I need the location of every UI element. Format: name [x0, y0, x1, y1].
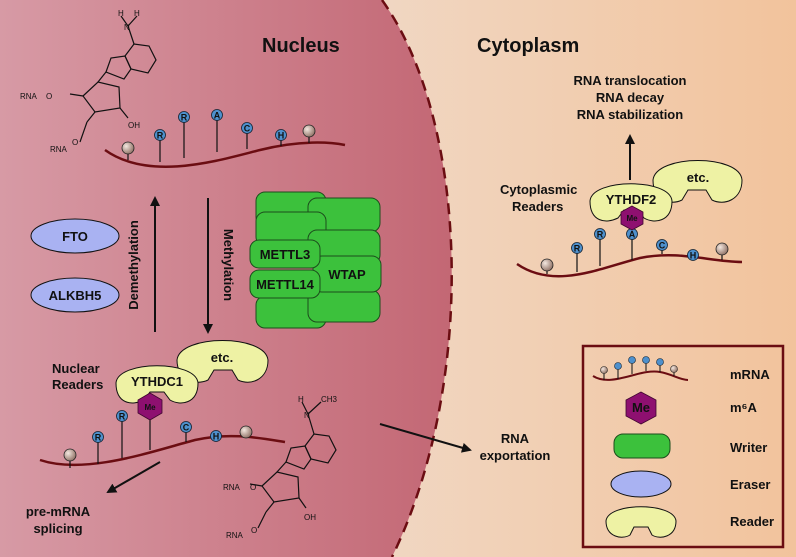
adenosine-o3: O	[72, 138, 78, 147]
svg-text:etc.: etc.	[687, 170, 709, 185]
svg-text:R: R	[157, 131, 164, 141]
svg-text:C: C	[244, 124, 251, 134]
svg-text:H: H	[213, 432, 220, 442]
svg-text:R: R	[181, 113, 188, 123]
splicing-label-1: pre-mRNA	[26, 504, 91, 519]
eraser-fto: FTO	[30, 218, 120, 254]
svg-text:R: R	[597, 230, 604, 240]
export-label-1: RNA	[501, 431, 530, 446]
svg-text:A: A	[629, 230, 636, 240]
legend-m6a-label: m⁶A	[730, 400, 758, 415]
svg-text:H: H	[690, 251, 697, 261]
mrna-cytoplasm: R R A C H Me	[516, 205, 743, 278]
svg-text:H: H	[278, 131, 285, 141]
svg-text:C: C	[183, 423, 190, 433]
svg-text:R: R	[574, 244, 581, 254]
m6a-ring-o: O	[250, 483, 256, 492]
adenosine-oh: OH	[128, 121, 140, 130]
svg-text:ALKBH5: ALKBH5	[49, 288, 102, 303]
m6a-h: H	[298, 395, 304, 404]
svg-text:A: A	[214, 111, 221, 121]
svg-text:Me: Me	[626, 214, 638, 223]
adenosine-rna-3p: RNA	[50, 145, 68, 154]
m6a-oh: OH	[304, 513, 316, 522]
adenosine-ring-o: O	[46, 92, 52, 101]
legend-mrna-label: mRNA	[730, 367, 770, 382]
methylation-label: Methylation	[221, 229, 236, 301]
legend: mRNA Me m⁶A Writer Eraser Reader	[581, 344, 785, 549]
svg-text:R: R	[119, 412, 126, 422]
nuclear-membrane	[380, 0, 453, 557]
m6a-rna-3p: RNA	[226, 531, 244, 540]
writer-mettl14: METTL14	[256, 277, 315, 292]
cyto-readers-label-1: Cytoplasmic	[500, 182, 577, 197]
eraser-alkbh5: ALKBH5	[30, 277, 120, 313]
outcome-decay: RNA decay	[596, 90, 665, 105]
reader-ythdc1: YTHDC1	[115, 365, 199, 404]
m6a-n6: N	[304, 411, 310, 420]
adenosine-rna-5p: RNA	[20, 92, 38, 101]
m6a-rna-5p: RNA	[223, 483, 241, 492]
svg-text:YTHDC1: YTHDC1	[131, 374, 183, 389]
svg-text:FTO: FTO	[62, 229, 88, 244]
m6a-o3: O	[251, 526, 257, 535]
svg-text:C: C	[659, 241, 666, 251]
nucleus-title: Nucleus	[262, 35, 340, 57]
writer-complex	[249, 191, 382, 329]
outcome-translocation: RNA translocation	[574, 73, 687, 88]
legend-eraser-label: Eraser	[730, 477, 770, 492]
mrna-nucleus-bottom: R R C H Me	[39, 392, 286, 468]
outcome-stabilization: RNA stabilization	[577, 107, 683, 122]
svg-text:Me: Me	[144, 403, 156, 412]
cytoplasm-title: Cytoplasm	[477, 35, 579, 57]
splicing-arrow	[106, 461, 161, 493]
svg-text:Me: Me	[632, 400, 650, 415]
adenosine-n6: N	[124, 23, 130, 32]
mrna-nucleus-top: R R A C H	[104, 109, 346, 168]
svg-text:YTHDF2: YTHDF2	[606, 192, 657, 207]
export-arrow	[379, 423, 472, 453]
svg-text:R: R	[95, 433, 102, 443]
adenosine-h1: H	[118, 9, 124, 18]
adenosine-structure	[69, 15, 157, 143]
m6a-ch3: CH3	[321, 395, 338, 404]
cyto-readers-label-2: Readers	[512, 199, 563, 214]
writer-mettl3: METTL3	[260, 247, 311, 262]
writer-wtap: WTAP	[328, 267, 366, 282]
adenosine-h2: H	[134, 9, 140, 18]
splicing-label-2: splicing	[33, 521, 82, 536]
export-label-2: exportation	[480, 448, 551, 463]
legend-writer-label: Writer	[730, 440, 767, 455]
reader-ythdf2: YTHDF2	[589, 183, 673, 222]
svg-text:etc.: etc.	[211, 350, 233, 365]
nuclear-readers-label-1: Nuclear	[52, 361, 100, 376]
legend-reader-label: Reader	[730, 514, 774, 529]
nucleus-region	[0, 0, 452, 557]
demethylation-label: Demethylation	[126, 220, 141, 310]
m6a-structure	[249, 401, 337, 529]
nuclear-readers-label-2: Readers	[52, 377, 103, 392]
